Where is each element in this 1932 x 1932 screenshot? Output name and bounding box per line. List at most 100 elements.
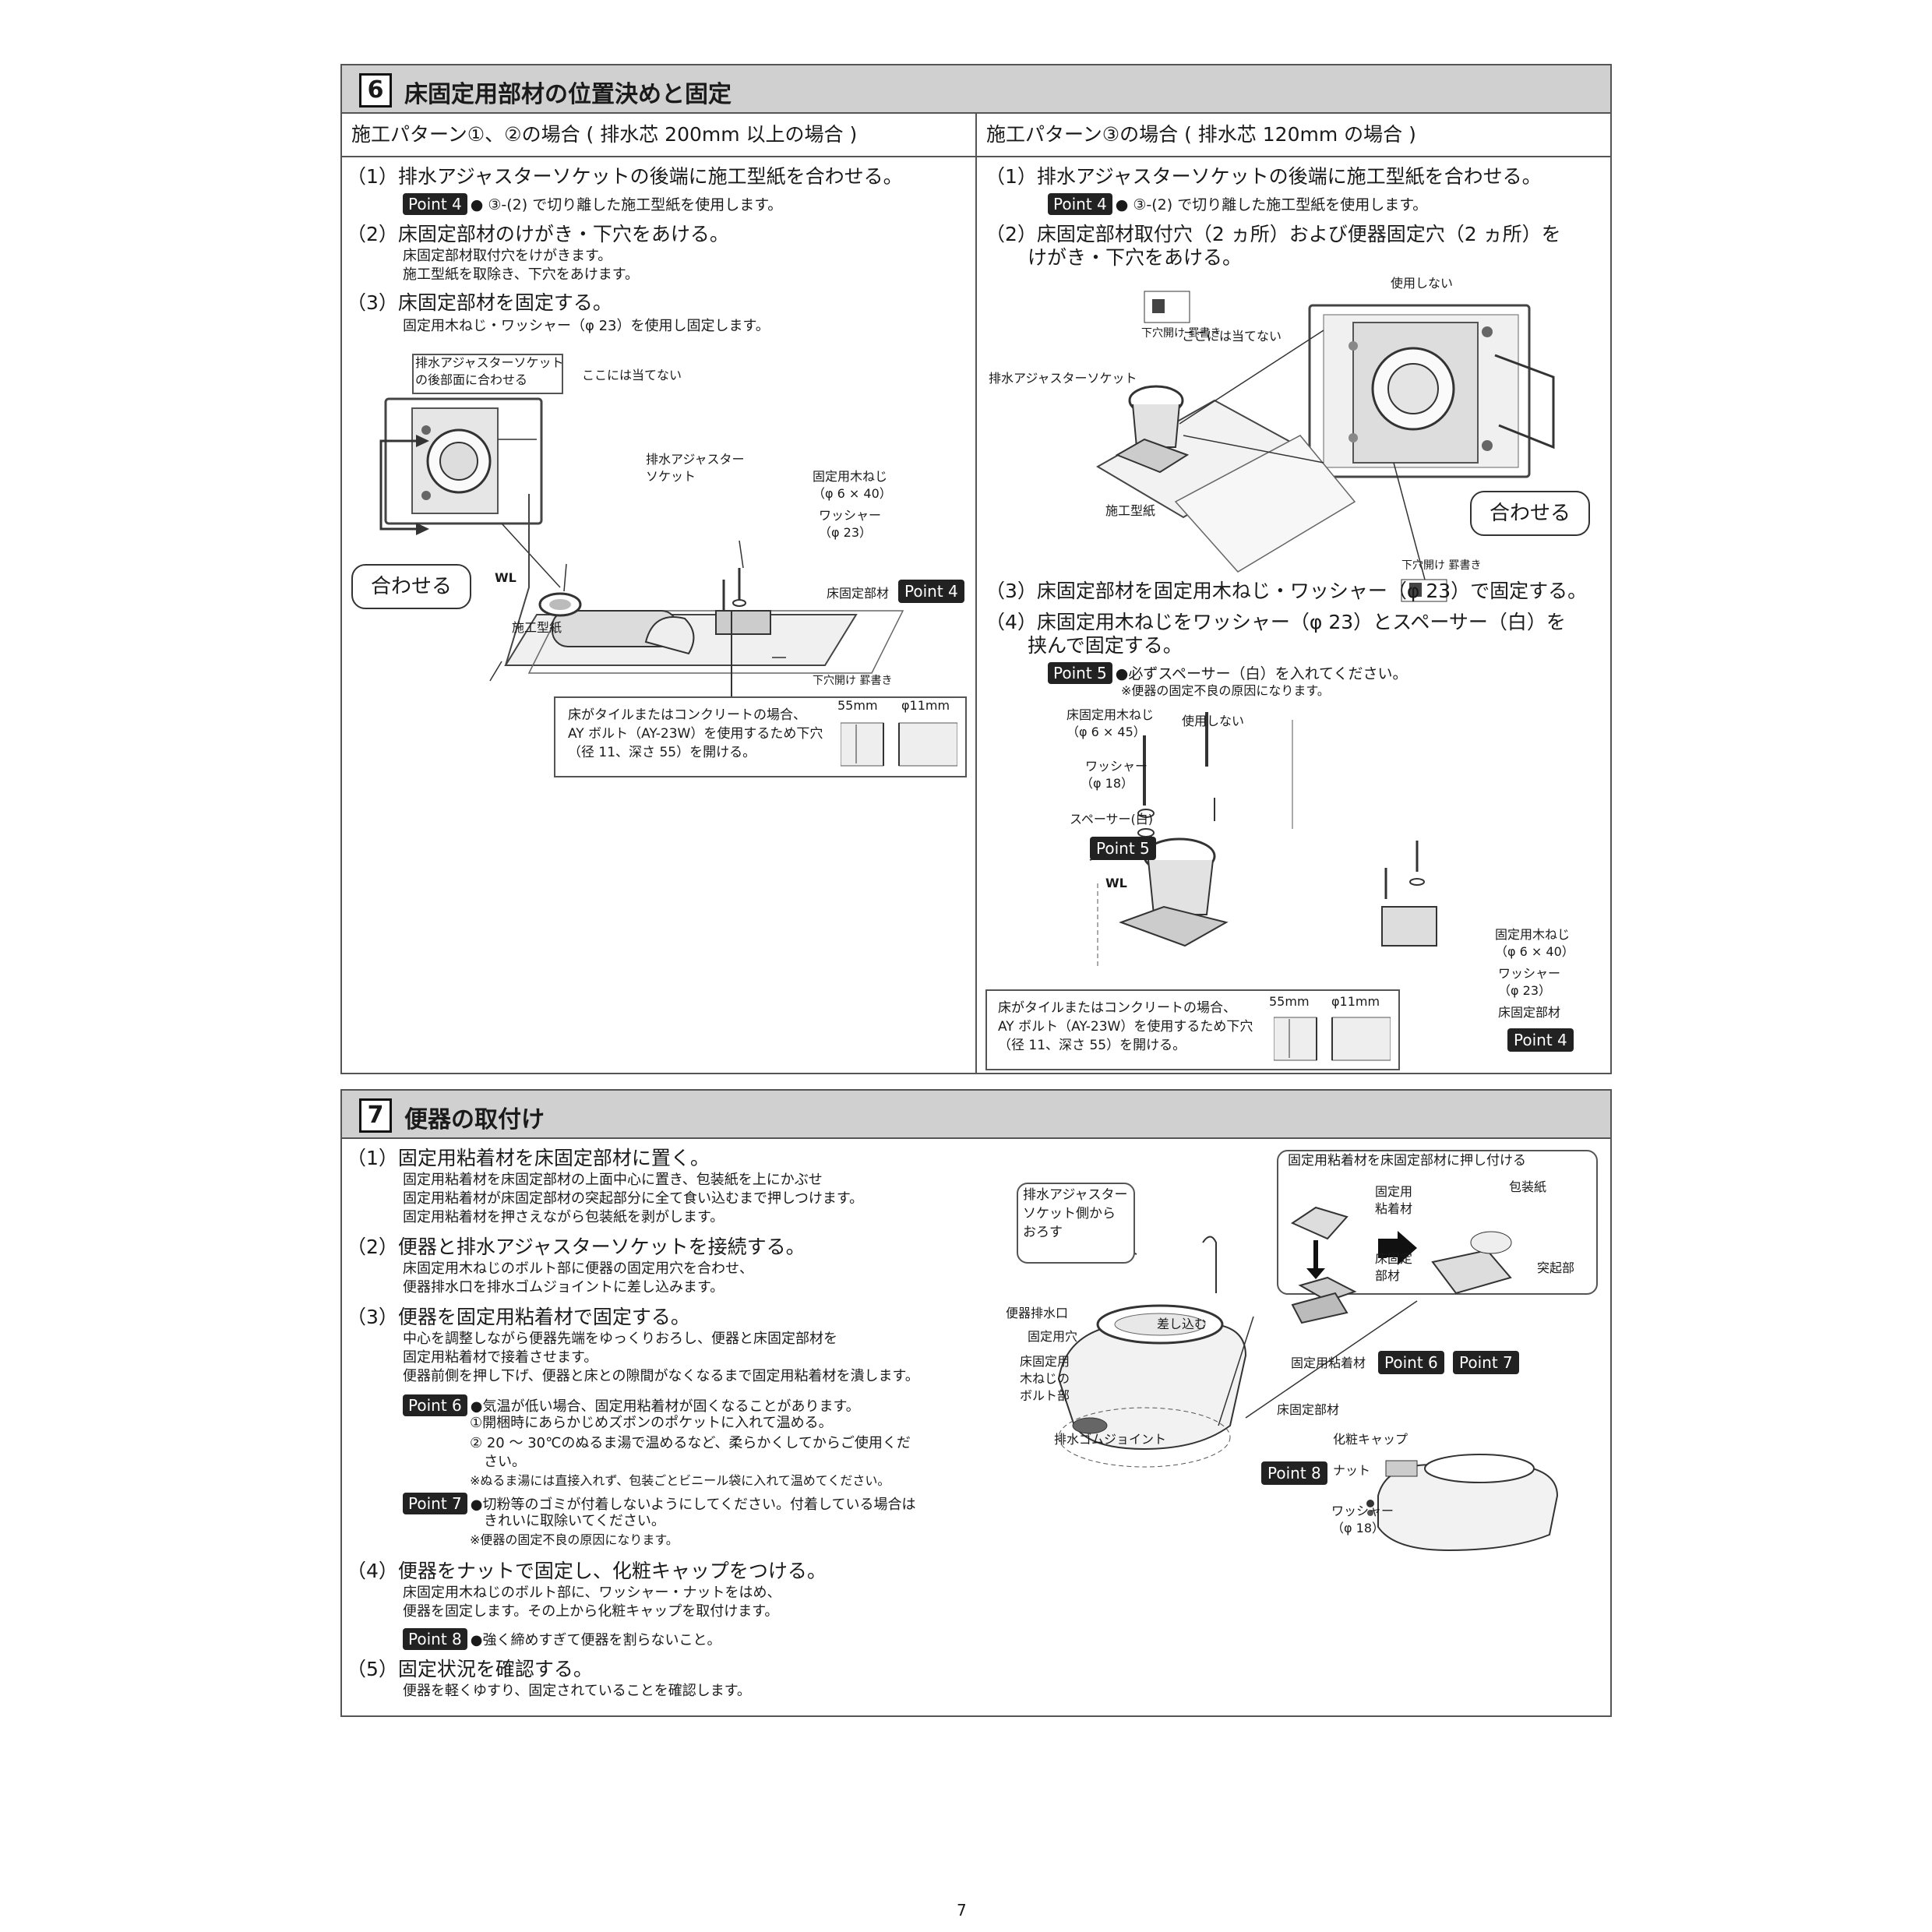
column-divider	[975, 112, 977, 1073]
section-6-header: 6 床固定用部材の位置決めと固定	[342, 65, 1610, 114]
left-align-note-box	[412, 354, 563, 394]
right-washer23-label-1: ワッシャー	[1498, 966, 1561, 981]
left-tile-note-box	[554, 696, 967, 777]
s7-lower-label-3: おろす	[1023, 1225, 1063, 1240]
right-tile-note-box	[985, 989, 1400, 1070]
right-step-2b: けがき・下穴をあける。	[1028, 246, 1243, 269]
s7-point-8-badge: Point 8	[403, 1628, 467, 1650]
s7-step-4: （4）便器をナットで固定し、化粧キャップをつける。	[347, 1560, 827, 1582]
s7-step-3-sub-1: 中心を調整しながら便器先端をゆっくりおろし、便器と床固定部材を	[403, 1331, 837, 1347]
s7-lower-label-2: ソケット側から	[1023, 1206, 1116, 1222]
pattern-1-2-header: 施工パターン①、②の場合 ( 排水芯 200mm 以上の場合 )	[342, 112, 975, 157]
s7-bolt-label-3: ボルト部	[1020, 1388, 1070, 1403]
left-step-1-note: Point 4● ③-(2) で切り離した施工型紙を使用します。	[403, 193, 782, 216]
left-wl-label: WL	[495, 570, 516, 585]
right-unused-label: 使用しない	[1391, 276, 1454, 291]
right-spacer-label: スペーサー(白)	[1070, 812, 1154, 827]
left-member-label: 床固定部材	[827, 586, 890, 601]
s7-protrusion-label: 突起部	[1537, 1260, 1575, 1275]
right-tile-note-2: AY ボルト（AY-23W）を使用するため下穴	[998, 1019, 1253, 1035]
section-7-number: 7	[359, 1098, 392, 1133]
section-7: 7 便器の取付け （1）固定用粘着材を床固定部材に置く。 固定用粘着材を床固定部…	[340, 1089, 1612, 1717]
left-no-hit-label: ここには当てない	[582, 368, 682, 383]
left-washer-label-2: （φ 23）	[819, 525, 873, 540]
right-screw40-label-2: （φ 6 × 40）	[1495, 944, 1574, 959]
left-step-1: （1）排水アジャスターソケットの後端に施工型紙を合わせる。	[347, 165, 903, 188]
s7-step-5-sub: 便器を軽くゆすり、固定されていることを確認します。	[403, 1683, 751, 1699]
s7-washer-label-1: ワッシャー	[1331, 1504, 1394, 1518]
s7-point-7-line-2: きれいに取除いてください。	[484, 1513, 665, 1529]
right-washer18-label-2: （φ 18）	[1081, 776, 1134, 791]
right-screw40-label-1: 固定用木ねじ	[1495, 927, 1571, 942]
s7-step-3: （3）便器を固定用粘着材で固定する。	[347, 1306, 690, 1328]
left-align-note-1: 排水アジャスターソケット	[415, 355, 564, 370]
section-7-title: 便器の取付け	[404, 1106, 545, 1133]
left-tile-note-2: AY ボルト（AY-23W）を使用するため下穴	[568, 726, 823, 742]
right-drill-label-top: 下穴開け 罫書き	[1141, 327, 1222, 340]
s7-point-6-text-1: ●気温が低い場合、固定用粘着材が固くなることがあります。	[470, 1398, 860, 1415]
left-step-2: （2）床固定部材のけがき・下穴をあける。	[347, 223, 729, 245]
section-6-title: 床固定用部材の位置決めと固定	[404, 81, 732, 108]
s7-fix-hole-label: 固定用穴	[1028, 1329, 1078, 1344]
s7-point-7-line-3: ※便器の固定不良の原因になります。	[470, 1532, 679, 1547]
s7-press-title: 固定用粘着材を床固定部材に押し付ける	[1288, 1153, 1526, 1169]
s7-outlet-label: 便器排水口	[1006, 1306, 1069, 1320]
pattern-3-header: 施工パターン③の場合 ( 排水芯 120mm の場合 )	[977, 112, 1610, 157]
right-tile-dim-dia: φ11mm	[1331, 994, 1380, 1009]
s7-point-8-line: Point 8●強く締めすぎて便器を割らないこと。	[403, 1628, 721, 1651]
left-template-label: 施工型紙	[512, 620, 562, 635]
right-step-1: （1）排水アジャスターソケットの後端に施工型紙を合わせる。	[985, 165, 1542, 188]
right-screw45-label-2: （φ 6 × 45）	[1066, 724, 1146, 739]
right-step-4-note: Point 5●必ずスペーサー（白）を入れてください。	[1048, 662, 1407, 685]
s7-point-8-badge-2: Point 8	[1261, 1461, 1327, 1485]
left-point-4-badge: Point 4	[898, 580, 964, 603]
right-wl-label: WL	[1105, 876, 1127, 890]
right-step-2a: （2）床固定部材取付穴（2 ヵ所）および便器固定穴（2 ヵ所）を	[985, 223, 1561, 245]
left-step-2-sub-2: 施工型紙を取除き、下穴をあけます。	[403, 266, 639, 283]
right-spacer-illustration	[1089, 712, 1437, 969]
s7-member-full-label: 床固定部材	[1277, 1402, 1340, 1417]
left-step-3-sub: 固定用木ねじ・ワッシャー（φ 23）を使用し固定します。	[403, 318, 770, 334]
s7-point-7-text-1: ●切粉等のゴミが付着しないようにしてください。付着している場合は	[470, 1497, 916, 1513]
left-washer-label-1: ワッシャー	[819, 508, 882, 523]
s7-member-label-1: 床固定	[1375, 1251, 1413, 1266]
left-socket-label-2: ソケット	[646, 469, 696, 484]
s7-point-6-line-1: Point 6●気温が低い場合、固定用粘着材が固くなることがあります。	[403, 1394, 860, 1417]
left-step-3: （3）床固定部材を固定する。	[347, 291, 612, 314]
right-tile-note-1: 床がタイルまたはコンクリートの場合、	[998, 1000, 1236, 1016]
left-align-note-2: の後部面に合わせる	[415, 372, 528, 387]
page-number: 7	[957, 1901, 967, 1920]
s7-point-7-badge: Point 7	[403, 1493, 467, 1514]
right-step-4-note-2: ※便器の固定不良の原因になります。	[1121, 683, 1330, 698]
s7-step-4-sub-2: 便器を固定します。その上から化粧キャップを取付けます。	[403, 1603, 779, 1620]
section-6: 6 床固定用部材の位置決めと固定 施工パターン①、②の場合 ( 排水芯 200m…	[340, 64, 1612, 1074]
right-step-1-note-text: ● ③-(2) で切り離した施工型紙を使用します。	[1115, 196, 1428, 213]
right-install-illustration	[1096, 291, 1555, 602]
section-6-number: 6	[359, 73, 392, 108]
s7-washer-label-2: （φ 18）	[1331, 1521, 1385, 1535]
right-member-label: 床固定部材	[1498, 1005, 1561, 1020]
s7-point-6-badge: Point 6	[403, 1394, 467, 1416]
right-tile-dim-depth: 55mm	[1269, 994, 1310, 1009]
right-step-4-note-text: ●必ずスペーサー（白）を入れてください。	[1115, 665, 1408, 682]
left-combine-callout: 合わせる	[351, 564, 471, 609]
right-washer18-label-1: ワッシャー	[1085, 759, 1148, 774]
s7-adhesive-label-2: 粘着材	[1375, 1201, 1413, 1216]
right-tile-note-3: （径 11、深さ 55）を開ける。	[998, 1038, 1186, 1053]
s7-bolt-label-1: 床固定用	[1020, 1354, 1070, 1369]
right-screw45-label-1: 床固定用木ねじ	[1066, 707, 1155, 722]
right-combine-callout: 合わせる	[1470, 491, 1590, 536]
s7-step-1-sub-1: 固定用粘着材を床固定部材の上面中心に置き、包装紙を上にかぶせ	[403, 1172, 823, 1188]
left-tile-hole-diagram	[841, 722, 957, 767]
right-point-5-badge: Point 5	[1048, 662, 1112, 684]
right-step-3: （3）床固定部材を固定用木ねじ・ワッシャー（φ 23）で固定する。	[985, 580, 1588, 602]
s7-cap-label: 化粧キャップ	[1333, 1432, 1408, 1447]
right-no-hit-label: ここには当てない	[1182, 329, 1282, 344]
s7-point-6-line-3: ② 20 〜 30℃のぬるま湯で温めるなど、柔らかくしてからご使用くだ	[470, 1435, 911, 1451]
s7-point-7-badge-2: Point 7	[1453, 1351, 1519, 1374]
left-drill-label: 下穴開け 罫書き	[813, 675, 893, 687]
s7-step-1: （1）固定用粘着材を床固定部材に置く。	[347, 1147, 710, 1169]
right-unused2-label: 使用しない	[1182, 714, 1245, 728]
s7-step-2-sub-1: 床固定用木ねじのボルト部に便器の固定用穴を合わせ、	[403, 1260, 753, 1277]
s7-install-illustration	[1057, 1206, 1559, 1552]
